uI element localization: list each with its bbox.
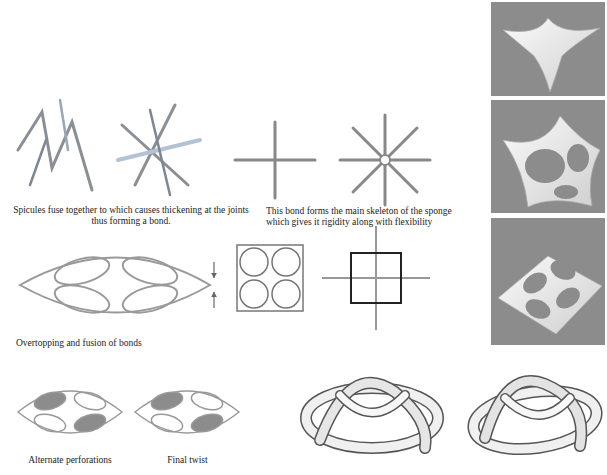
illustration-part [491, 100, 605, 213]
illustration-part [20, 258, 210, 313]
caption: Final twist [135, 455, 240, 466]
illustration-part [149, 389, 184, 413]
illustration-part [135, 105, 175, 185]
illustration-part [30, 140, 46, 185]
illustration-part [72, 389, 107, 413]
illustration-part [18, 112, 92, 190]
illustration-part [491, 218, 605, 345]
cross-bond [235, 122, 315, 198]
illustration-part [274, 122, 277, 198]
illustration-part [150, 110, 170, 195]
illustration-part [503, 18, 600, 92]
illustration-part [351, 253, 401, 303]
twisted-lens [135, 389, 239, 435]
illustration-part [60, 100, 68, 150]
illustration-part [213, 292, 214, 308]
twisted-form-render [470, 381, 601, 456]
illustration-part [340, 395, 405, 413]
illustration-part [149, 411, 184, 435]
twisted-form-render [306, 383, 438, 448]
illustration-part [237, 245, 303, 311]
illustration-part [353, 128, 417, 192]
render-panel [491, 218, 605, 345]
illustration-part [272, 248, 300, 276]
caption: Alternate perforations [10, 455, 130, 466]
illustration-part [320, 383, 426, 448]
illustration-part [240, 248, 268, 276]
illustration-part [32, 389, 67, 413]
caption: Spicules fuse together to which causes t… [6, 205, 256, 227]
illustration-part [380, 155, 390, 165]
illustration-part [52, 280, 112, 318]
illustration-part [272, 280, 300, 308]
illustration-part [213, 262, 214, 278]
spicules-fusing [18, 100, 92, 190]
illustration-part [491, 2, 605, 96]
illustration-part [189, 389, 224, 413]
illustration-part [353, 128, 417, 192]
radial-skeleton [340, 115, 430, 205]
illustration-part [72, 411, 107, 435]
fused-lens [20, 252, 210, 318]
illustration-part [120, 252, 180, 290]
compression-arrows [213, 262, 214, 308]
render-panel [491, 100, 605, 213]
illustration-part [485, 381, 581, 446]
illustration-part [135, 391, 239, 433]
illustration-part [567, 144, 589, 172]
illustration-part [52, 252, 112, 290]
illustration-part [120, 280, 180, 318]
spicules-bonded [118, 105, 200, 195]
square-circles [237, 245, 303, 311]
illustration-part [505, 398, 570, 415]
illustration-part [552, 283, 584, 313]
perforated-lens [18, 389, 122, 435]
illustration-part [554, 185, 578, 199]
caption: This bond forms the main skeleton of the… [266, 206, 476, 228]
illustration-part [340, 395, 405, 413]
illustration-part [18, 391, 122, 433]
illustration-part [240, 280, 268, 308]
illustration-part [498, 256, 602, 334]
illustration-part [547, 256, 578, 283]
illustration-part [375, 226, 377, 330]
illustration-part [505, 398, 570, 415]
illustration-part [189, 411, 224, 435]
illustration-part [519, 268, 551, 298]
illustration-part [32, 411, 67, 435]
caption: Overtopping and fusion of bonds [16, 338, 216, 349]
render-panel [491, 2, 605, 96]
illustration-part [525, 149, 565, 183]
illustration-part [522, 295, 553, 322]
illustration-part [503, 116, 600, 207]
illustration-part [485, 381, 581, 446]
cross-square [322, 226, 430, 330]
illustration-part [320, 383, 426, 448]
